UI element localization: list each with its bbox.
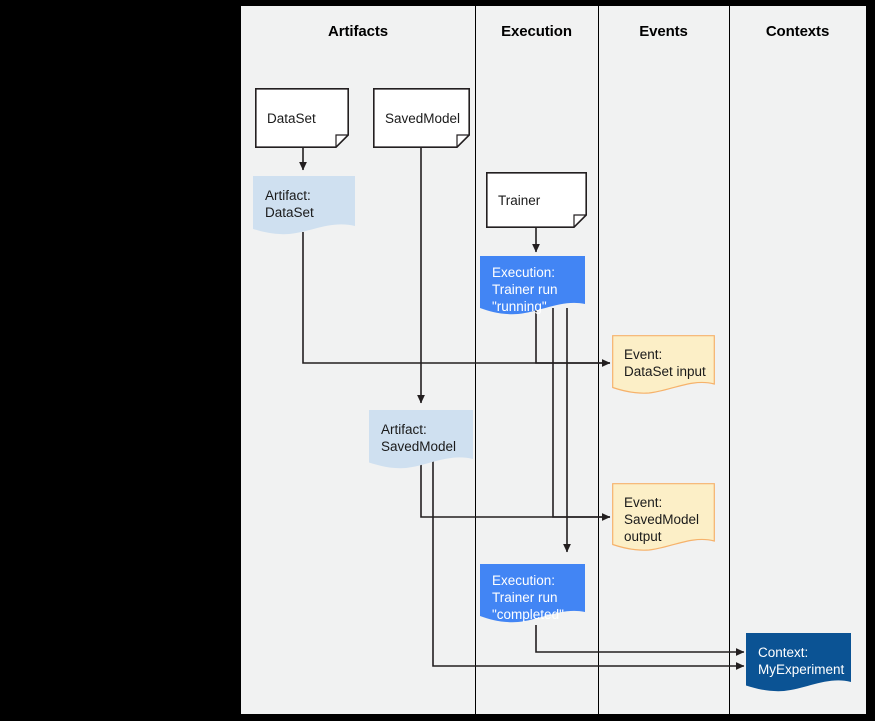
wavy-note-shape-icon: [480, 256, 585, 315]
lane-header-artifacts: Artifacts: [328, 23, 388, 40]
node-event-dataset-input-label: Event: DataSet input: [624, 347, 706, 379]
node-trainer-document[interactable]: Trainer: [486, 172, 587, 228]
lane-header-execution: Execution: [501, 23, 572, 40]
lane-header-events: Events: [639, 23, 688, 40]
node-event-savedmodel-output[interactable]: Event: SavedModel output: [612, 483, 715, 555]
swimlane-divider-execution-events: [598, 6, 599, 714]
wavy-note-shape-icon: [612, 483, 715, 551]
node-event-dataset-input[interactable]: Event: DataSet input: [612, 335, 715, 397]
node-dataset-label: DataSet: [267, 111, 316, 126]
node-savedmodel-document[interactable]: SavedModel: [373, 88, 470, 148]
wavy-note-shape-icon: [480, 564, 585, 623]
node-artifact-savedmodel[interactable]: Artifact: SavedModel: [369, 410, 473, 472]
node-context-myexperiment[interactable]: Context: MyExperiment: [746, 633, 851, 695]
swimlane-divider-artifacts-execution: [475, 6, 476, 714]
node-dataset-document[interactable]: DataSet: [255, 88, 349, 148]
node-artifact-savedmodel-label: Artifact: SavedModel: [381, 422, 457, 454]
node-context-myexperiment-label: Context: MyExperiment: [758, 645, 845, 677]
node-event-savedmodel-output-label: Event: SavedModel output: [624, 495, 700, 544]
wavy-note-shape-icon: [253, 176, 355, 235]
document-shape-icon: [255, 88, 349, 148]
node-artifact-dataset[interactable]: Artifact: DataSet: [253, 176, 355, 238]
swimlane-divider-events-contexts: [729, 6, 730, 714]
diagram-canvas: Artifacts Execution Events Contexts: [241, 6, 866, 714]
node-execution-running[interactable]: Execution: Trainer run "running": [480, 256, 585, 318]
document-shape-icon: [373, 88, 470, 148]
node-execution-running-label: Execution: Trainer run "running": [492, 265, 558, 314]
wavy-note-shape-icon: [612, 335, 715, 394]
node-trainer-label: Trainer: [498, 193, 541, 208]
node-execution-completed[interactable]: Execution: Trainer run "completed": [480, 564, 585, 626]
node-savedmodel-label: SavedModel: [385, 111, 461, 126]
lane-header-contexts: Contexts: [765, 23, 830, 40]
document-shape-icon: [486, 172, 587, 228]
node-execution-completed-label: Execution: Trainer run "completed": [492, 573, 564, 622]
node-artifact-dataset-label: Artifact: DataSet: [265, 188, 314, 220]
wavy-note-shape-icon: [746, 633, 851, 692]
wavy-note-shape-icon: [369, 410, 473, 469]
